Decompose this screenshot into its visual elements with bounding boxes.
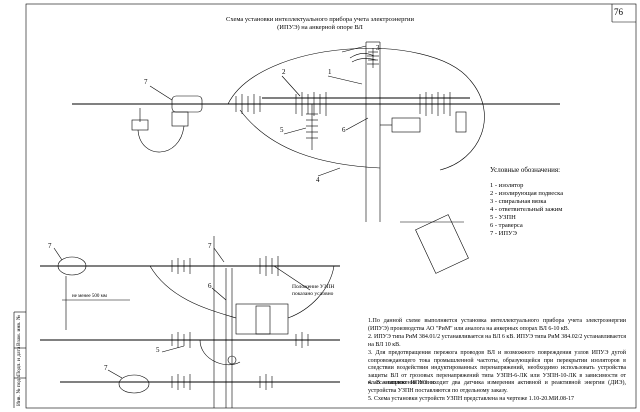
legend-item-1: 1 - изолятор bbox=[490, 182, 524, 189]
insulator-string-right bbox=[419, 92, 451, 116]
legend-item-4: 4 - ответвительный зажим bbox=[490, 206, 563, 213]
page-number: 76 bbox=[614, 7, 623, 17]
note-4: 4. В комплект ИПУЭ входит два датчика из… bbox=[368, 380, 626, 394]
callout-7: 7 bbox=[144, 78, 148, 86]
stamp-label-1: Взам. инв. № bbox=[16, 315, 22, 346]
note-3: 3. Для предотвращения пережога проводов … bbox=[368, 350, 626, 387]
callout-plan-7: 7 bbox=[48, 242, 52, 250]
callout-5: 5 bbox=[280, 126, 284, 134]
callout-plan-5: 5 bbox=[156, 346, 160, 354]
drawing-title: Схема установки интеллектуального прибор… bbox=[170, 16, 470, 32]
callout-leader-7 bbox=[149, 85, 173, 101]
callout-leader-6 bbox=[345, 117, 369, 131]
note-5: 5. Схема установки устройств УЗПН предст… bbox=[368, 396, 574, 402]
spiral-tie bbox=[349, 53, 375, 59]
title-line-2: (ИПУЭ) на анкерной опоре ВЛ bbox=[277, 24, 363, 31]
uzpn-label-line-2: показано условно bbox=[292, 291, 334, 297]
uzpn-label-line-1: Положение УЗПН bbox=[292, 284, 335, 290]
callout-4: 4 bbox=[316, 176, 320, 184]
insulator-string-left bbox=[235, 94, 261, 114]
callout-3: 3 bbox=[376, 44, 380, 52]
dimension-label: не менее 500 мм bbox=[72, 294, 107, 299]
legend-item-2: 2 - изолирующая подвеска bbox=[490, 190, 564, 197]
legend-heading: Условные обозначения: bbox=[490, 166, 561, 174]
branch-clamp bbox=[455, 111, 467, 133]
plan-insulators-row2 bbox=[171, 332, 309, 348]
callout-leader-3 bbox=[341, 45, 367, 53]
callout-plan-7b: 7 bbox=[208, 242, 212, 250]
ipue-plan-2 bbox=[118, 374, 150, 394]
callout-plan-6: 6 bbox=[208, 282, 212, 290]
legend-item-7: 7 - ИПУЭ bbox=[490, 230, 517, 237]
stamp-label-3: Инв. № подл. bbox=[16, 374, 22, 406]
ipue-plan-1 bbox=[57, 256, 87, 276]
branch-clamp-box bbox=[391, 117, 421, 133]
drawing-frame bbox=[25, 3, 637, 409]
ipue-device-top bbox=[131, 95, 203, 153]
stamp-label-2: Подп. и дата bbox=[16, 346, 22, 376]
title-line-1: Схема установки интеллектуального прибор… bbox=[226, 16, 414, 23]
callout-leader-plan-6 bbox=[211, 287, 227, 301]
callout-2: 2 bbox=[282, 68, 286, 76]
plan-bypass-2 bbox=[287, 265, 335, 319]
plan-clamp-ring bbox=[227, 355, 237, 365]
callout-1: 1 bbox=[328, 68, 332, 76]
callout-plan-7c: 7 bbox=[104, 364, 108, 372]
note-1: 1.По данной схеме выполняется установка … bbox=[368, 318, 626, 332]
plan-insulators-row3 bbox=[171, 374, 273, 390]
callout-leader-plan-7 bbox=[53, 247, 63, 261]
insulator-string-mid bbox=[295, 92, 327, 116]
spiral-tie bbox=[351, 58, 377, 63]
legend-item-5: 5 - УЗПН bbox=[490, 214, 516, 221]
callout-leader-1 bbox=[327, 75, 363, 85]
uzpn-position-label: Положение УЗПН показано условно bbox=[292, 284, 334, 298]
uzpn-label-leader bbox=[273, 265, 311, 291]
legend-item-3: 3 - спиральная вязка bbox=[490, 198, 547, 205]
callout-leader-plan-5 bbox=[161, 345, 185, 353]
plan-pole-core bbox=[255, 305, 271, 335]
uzpn-device-top bbox=[306, 104, 318, 150]
callout-leader-plan-7b bbox=[213, 247, 225, 263]
plan-bypass-1 bbox=[149, 265, 237, 319]
callout-leader-4 bbox=[317, 167, 341, 177]
note-2: 2. ИПУЭ типа РиМ 384.01/2 устанавливаетс… bbox=[368, 334, 626, 348]
callout-leader-5 bbox=[283, 127, 307, 135]
plan-pole-box bbox=[235, 303, 289, 335]
bypass-conductor-lower bbox=[239, 109, 381, 169]
callout-leader-plan-7c bbox=[107, 369, 123, 379]
callout-leader-2 bbox=[281, 75, 301, 97]
callout-6: 6 bbox=[342, 126, 346, 134]
legend-item-6: 6 - траверса bbox=[490, 222, 523, 229]
pole-clamp bbox=[415, 214, 469, 274]
plan-bypass-3 bbox=[199, 339, 241, 366]
plan-insulators-row1 bbox=[171, 256, 279, 276]
bypass-conductor-upper bbox=[227, 48, 485, 171]
